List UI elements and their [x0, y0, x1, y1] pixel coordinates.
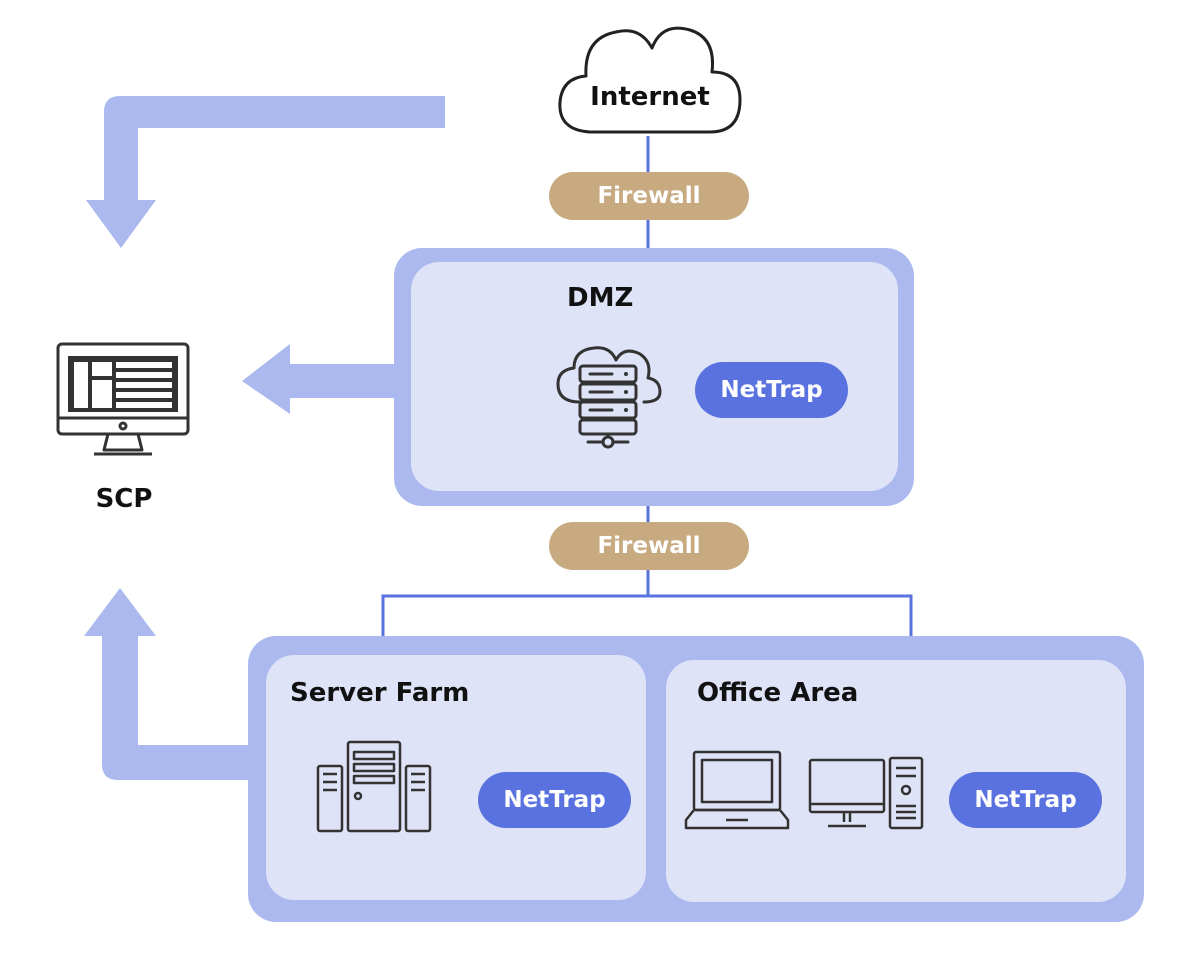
- server-farm-title: Server Farm: [290, 678, 470, 708]
- desktop-computer-icon: [808, 756, 924, 830]
- bottom-arrow: [84, 588, 250, 780]
- cloud-icon: [558, 26, 742, 134]
- firewall-top: Firewall: [549, 172, 749, 220]
- server-farm-nettrap-badge: NetTrap: [478, 772, 631, 828]
- office-area-nettrap-badge: NetTrap: [949, 772, 1102, 828]
- top-arrow: [86, 96, 445, 248]
- internet-label: Internet: [590, 82, 710, 112]
- scp-label: SCP: [95, 484, 153, 514]
- middle-arrow: [242, 344, 396, 414]
- server-tower-icon: [316, 740, 432, 833]
- cloud-server-icon: [556, 346, 662, 449]
- laptop-icon: [684, 750, 790, 830]
- office-area-title: Office Area: [697, 678, 859, 708]
- monitor-icon: [56, 342, 190, 456]
- dmz-title: DMZ: [567, 283, 634, 313]
- dmz-nettrap-badge: NetTrap: [695, 362, 848, 418]
- firewall-middle: Firewall: [549, 522, 749, 570]
